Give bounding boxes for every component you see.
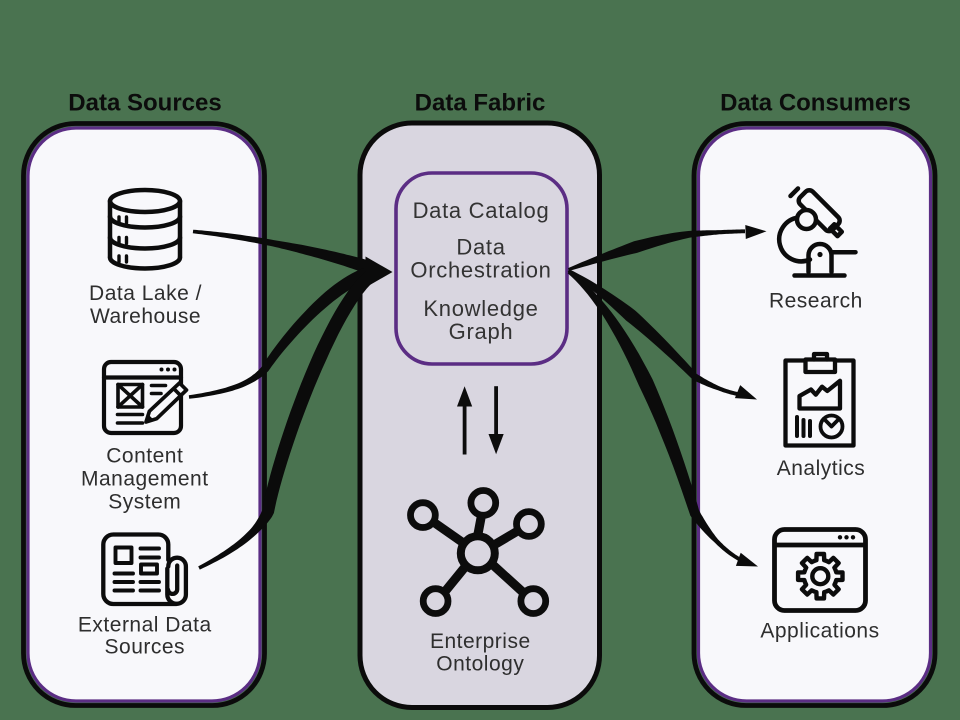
svg-text:Research: Research bbox=[769, 289, 863, 312]
svg-text:System: System bbox=[108, 491, 181, 514]
svg-text:External Data: External Data bbox=[78, 614, 212, 637]
svg-text:Data Consumers: Data Consumers bbox=[720, 90, 911, 117]
svg-text:Data Lake /: Data Lake / bbox=[89, 282, 202, 305]
svg-text:Enterprise: Enterprise bbox=[430, 630, 531, 653]
svg-text:Knowledge: Knowledge bbox=[423, 296, 538, 321]
svg-text:Content: Content bbox=[106, 445, 183, 468]
svg-text:Data Sources: Data Sources bbox=[68, 90, 221, 117]
svg-text:Ontology: Ontology bbox=[436, 653, 524, 676]
svg-text:Sources: Sources bbox=[105, 636, 186, 659]
svg-text:Data: Data bbox=[456, 234, 505, 259]
svg-text:Management: Management bbox=[81, 468, 209, 491]
svg-text:Warehouse: Warehouse bbox=[90, 305, 201, 328]
svg-text:Data Fabric: Data Fabric bbox=[415, 90, 546, 117]
svg-text:Applications: Applications bbox=[760, 619, 879, 642]
svg-text:Analytics: Analytics bbox=[777, 457, 866, 480]
svg-text:Data Catalog: Data Catalog bbox=[413, 198, 550, 223]
svg-text:Orchestration: Orchestration bbox=[410, 257, 551, 282]
svg-text:Graph: Graph bbox=[449, 319, 514, 344]
